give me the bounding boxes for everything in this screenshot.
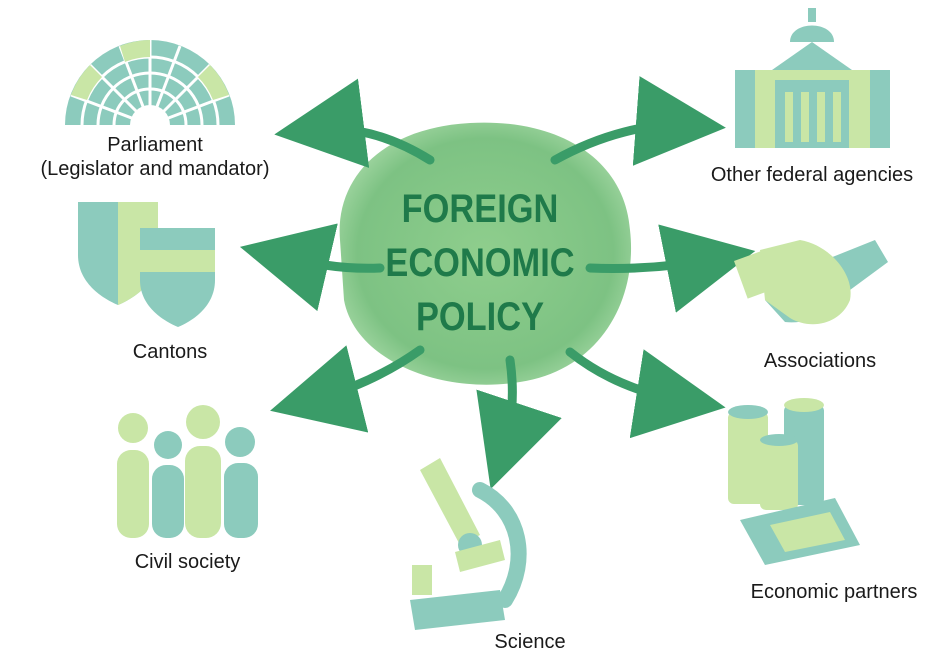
center-title-line-1: FOREIGN xyxy=(401,187,559,231)
cantons-icon xyxy=(78,202,215,327)
arrow-to-civil-society xyxy=(270,345,425,433)
label-cantons: Cantons xyxy=(132,341,208,363)
central-blob xyxy=(339,122,632,385)
arrow-to-economic-partners xyxy=(565,347,726,439)
arrow-to-associations xyxy=(585,224,756,313)
arrow-to-other-federal-agencies xyxy=(550,76,726,166)
arrows xyxy=(239,76,756,490)
arrow-to-cantons xyxy=(239,223,385,312)
label-science: Science xyxy=(494,631,566,653)
label-associations: Associations xyxy=(763,350,877,372)
center-title: FOREIGN ECONOMIC POLICY xyxy=(360,182,601,344)
associations-icon xyxy=(734,240,888,325)
label-civil-society: Civil society xyxy=(134,551,241,573)
label-parliament-line-1: Parliament xyxy=(107,134,203,156)
center-title-line-2: ECONOMIC xyxy=(385,241,575,285)
label-parliament-line-2: (Legislator and mandator) xyxy=(40,158,270,180)
civil-society-icon xyxy=(117,405,258,538)
arrow-to-science xyxy=(476,355,562,490)
science-icon xyxy=(410,458,527,630)
label-parliament: Parliament (Legislator and mandator) xyxy=(0,133,310,181)
label-economic-partners: Economic partners xyxy=(750,581,918,603)
arrow-to-parliament xyxy=(274,78,435,168)
center-title-line-3: POLICY xyxy=(415,295,545,339)
economic-partners-icon xyxy=(728,398,860,565)
other-federal-agencies-icon xyxy=(735,8,890,148)
label-other-federal-agencies: Other federal agencies xyxy=(710,164,914,186)
parliament-icon xyxy=(65,40,235,127)
